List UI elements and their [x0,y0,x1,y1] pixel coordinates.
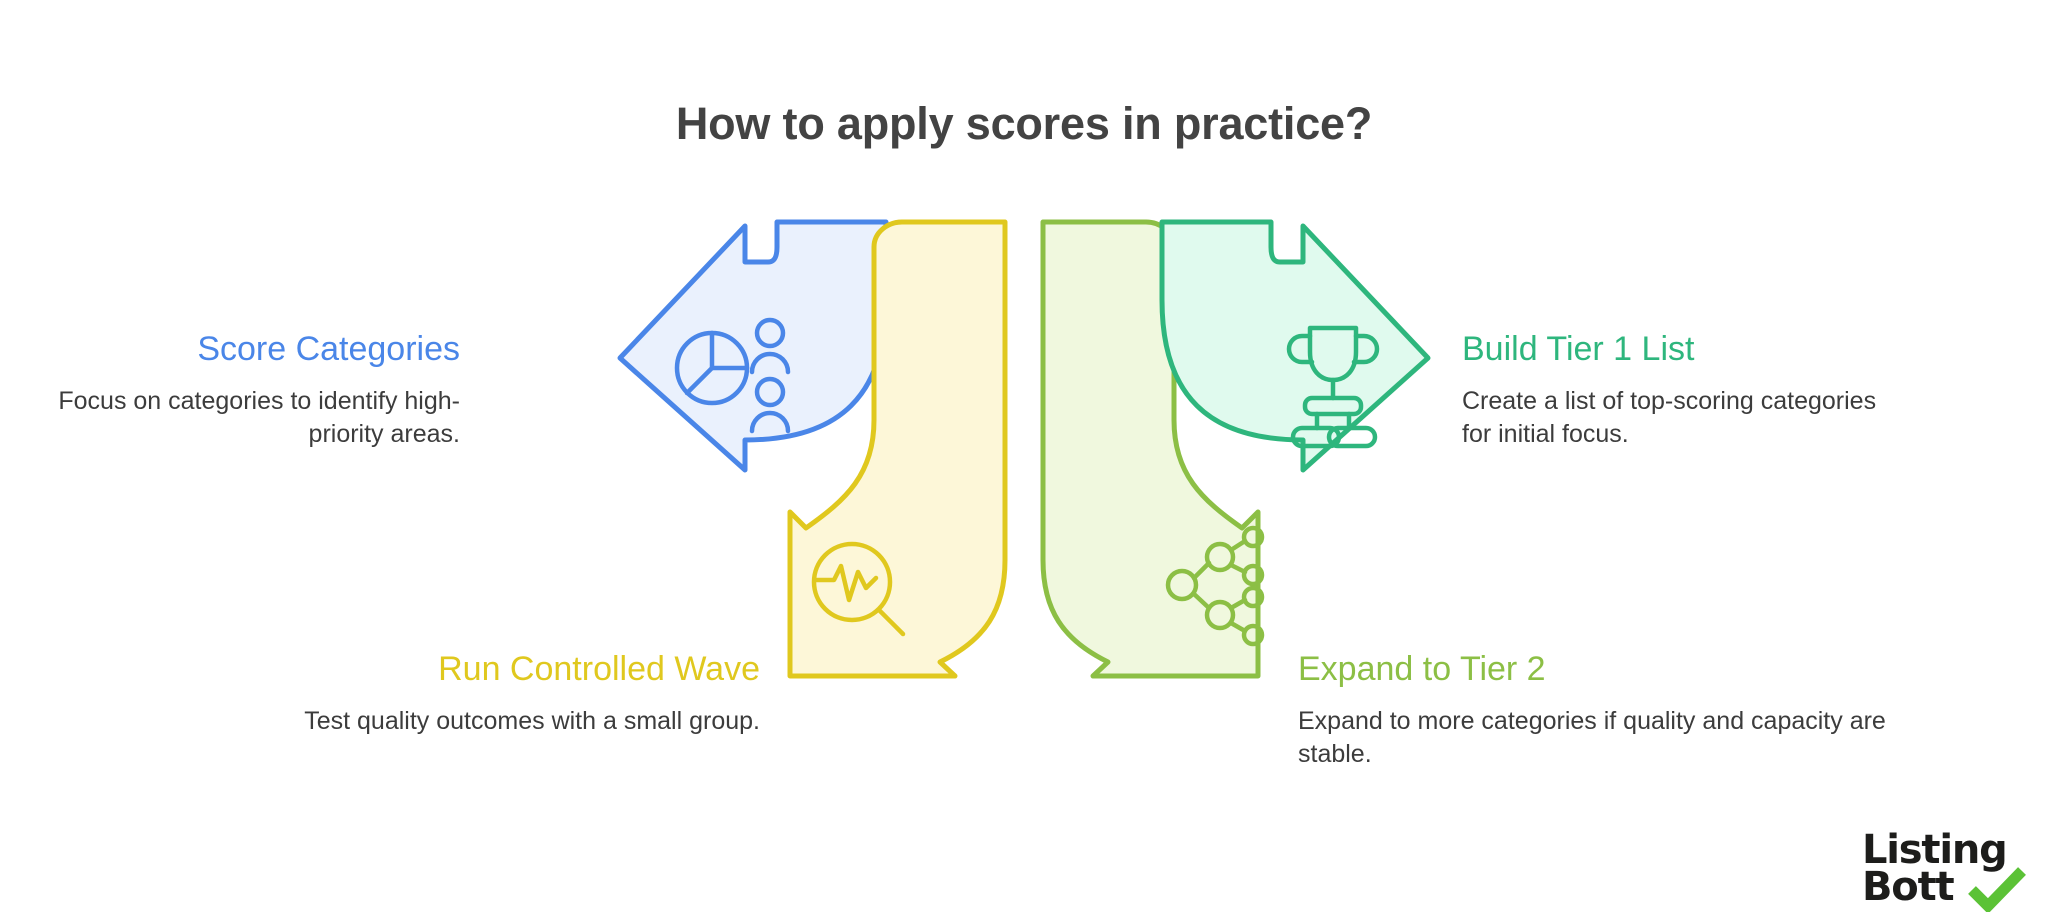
magnifier-pulse-icon [811,541,906,637]
step-label-score-categories: Score Categories [197,330,460,368]
step-description-score-categories: Focus on categories to identify high-pri… [58,387,460,449]
step-run-controlled-wave: Run Controlled Wave Test quality outcome… [120,650,760,738]
arrow-shape-teal [1159,219,1431,473]
step-description-expand-to-tier-2: Expand to more categories if quality and… [1298,707,1886,769]
arrow-shape-blue [617,219,889,473]
arrow-shape-olive [1040,219,1261,679]
arrow-shape-yellow [787,219,1008,679]
arrow-run-controlled-wave[interactable] [787,219,1008,679]
step-score-categories: Score Categories Focus on categories to … [20,330,460,451]
step-expand-to-tier-2: Expand to Tier 2 Expand to more categori… [1298,650,1898,771]
brand-logo[interactable]: Listing Bott [1862,827,2026,912]
step-label-expand-to-tier-2: Expand to Tier 2 [1298,650,1546,688]
step-label-build-tier-1-list: Build Tier 1 List [1462,330,1695,368]
step-description-build-tier-1-list: Create a list of top-scoring categories … [1462,387,1877,449]
arrow-build-tier-1-list[interactable] [1159,219,1431,473]
arrow-score-categories[interactable] [617,219,889,473]
trophy-hierarchy-icon [1286,325,1380,449]
step-description-run-controlled-wave: Test quality outcomes with a small group… [304,707,760,736]
page-title: How to apply scores in practice? [675,98,1373,149]
logo-text-listing: Listing [1862,827,2008,873]
check-icon [1968,867,2026,912]
step-build-tier-1-list: Build Tier 1 List Create a list of top-s… [1462,330,1912,451]
step-label-run-controlled-wave: Run Controlled Wave [438,650,760,688]
network-nodes-icon [1165,525,1265,647]
arrow-expand-to-tier-2[interactable] [1040,219,1265,679]
logo-text-bott: Bott [1862,863,1955,910]
pie-chart-people-icon [674,317,791,434]
